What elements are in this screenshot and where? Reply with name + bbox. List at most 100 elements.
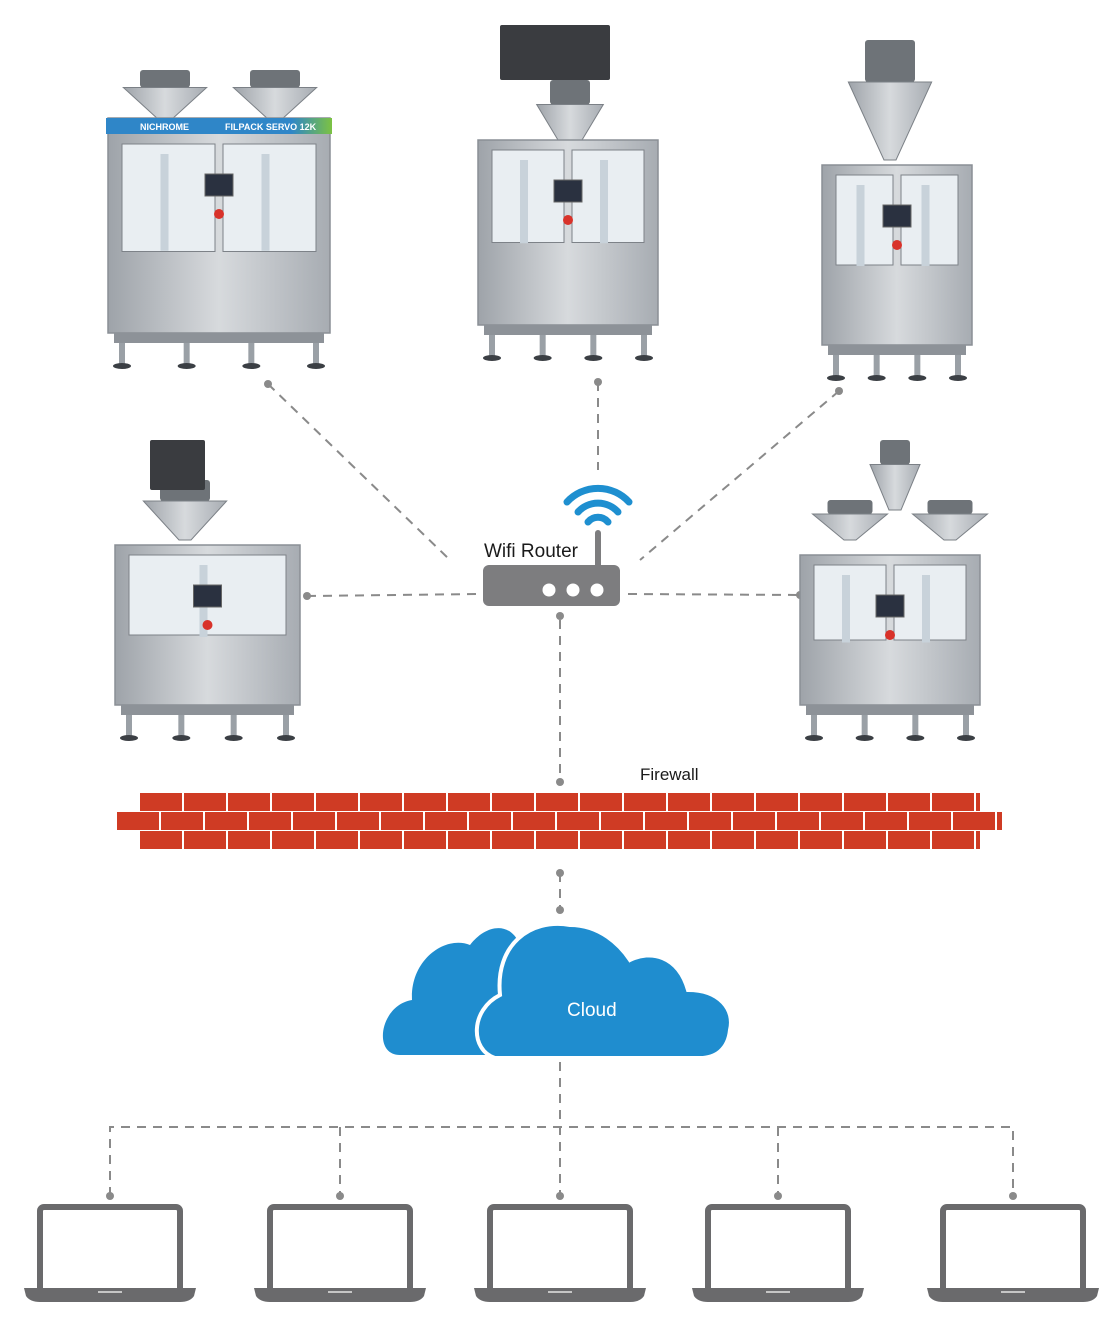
machine-base xyxy=(121,705,294,715)
product-tube xyxy=(520,160,528,244)
firewall-brick xyxy=(668,831,710,849)
machine-base xyxy=(484,325,652,335)
product-tube xyxy=(160,154,169,251)
firewall-brick xyxy=(161,812,203,830)
laptop-icon xyxy=(692,1204,864,1302)
hopper-top xyxy=(140,70,190,88)
emergency-stop xyxy=(214,209,224,219)
firewall-brick xyxy=(800,831,842,849)
hopper-top xyxy=(250,70,300,88)
router-antenna xyxy=(595,530,601,568)
firewall-brick xyxy=(448,793,490,811)
machine-foot xyxy=(120,735,138,741)
firewall-brick xyxy=(668,793,710,811)
machine-foot xyxy=(957,735,975,741)
firewall-brick xyxy=(624,793,666,811)
connector-dot xyxy=(303,592,311,600)
laptop-screen xyxy=(940,1204,1086,1296)
machine-foot xyxy=(307,363,325,369)
laptop-base xyxy=(24,1288,196,1302)
firewall-brick xyxy=(360,793,402,811)
firewall-label: Firewall xyxy=(640,765,699,784)
product-tube xyxy=(922,575,930,643)
product-tube xyxy=(600,160,608,244)
machine-base xyxy=(114,333,324,343)
machine-foot xyxy=(906,735,925,741)
machine-foot xyxy=(584,355,603,361)
hopper-cone xyxy=(142,500,228,541)
firewall-brick xyxy=(888,831,930,849)
machine-mid-right xyxy=(799,440,989,741)
machine-leg xyxy=(590,335,597,357)
hopper-top xyxy=(865,40,915,82)
firewall-brick xyxy=(821,812,863,830)
connector-dot xyxy=(594,378,602,386)
firewall-brick xyxy=(733,812,775,830)
machine-top-right xyxy=(821,40,973,381)
laptops xyxy=(24,1204,1099,1302)
machine-foot xyxy=(908,375,927,381)
firewall-brick xyxy=(272,831,314,849)
machine-foot xyxy=(177,363,196,369)
cloud xyxy=(382,921,733,1060)
firewall-brick xyxy=(272,793,314,811)
firewall-brick xyxy=(557,812,599,830)
laptop-base xyxy=(927,1288,1099,1302)
laptop-base xyxy=(692,1288,864,1302)
firewall-brick xyxy=(469,812,511,830)
machine-leg xyxy=(178,715,185,737)
emergency-stop xyxy=(885,630,895,640)
hopper-cone xyxy=(232,87,318,121)
firewall-brick xyxy=(976,793,980,811)
laptop-screen xyxy=(267,1204,413,1296)
firewall-brick xyxy=(425,812,467,830)
firewall-brick xyxy=(712,793,754,811)
connector-dot xyxy=(556,778,564,786)
machine-mid-left xyxy=(114,440,301,741)
hmi-screen xyxy=(882,204,912,228)
hopper-cone xyxy=(122,87,208,121)
firewall-brick xyxy=(844,831,886,849)
emergency-stop xyxy=(202,620,213,630)
hopper-top xyxy=(827,500,873,514)
machine-leg xyxy=(861,715,868,737)
firewall-brick xyxy=(184,793,226,811)
firewall-brick xyxy=(293,812,335,830)
connector-dot xyxy=(556,612,564,620)
firewall-brick xyxy=(337,812,379,830)
firewall-brick xyxy=(205,812,247,830)
machine-leg xyxy=(873,355,880,377)
machine-foot xyxy=(224,735,243,741)
cloud-label: Cloud xyxy=(567,1000,617,1021)
machine-model-label: FILPACK SERVO 12K xyxy=(225,122,317,132)
machine-leg xyxy=(119,343,125,365)
firewall-brick xyxy=(777,812,819,830)
machine-top-center xyxy=(477,25,659,361)
firewall-brick xyxy=(953,812,995,830)
router-led xyxy=(542,583,556,597)
firewall-wall xyxy=(117,793,1002,849)
hopper-top xyxy=(880,440,910,465)
hmi-screen xyxy=(875,594,905,618)
connector-dot xyxy=(556,906,564,914)
laptop-icon xyxy=(927,1204,1099,1302)
laptop-base xyxy=(474,1288,646,1302)
hopper-cone xyxy=(847,81,933,161)
firewall-brick xyxy=(865,812,907,830)
hmi-screen xyxy=(553,179,583,203)
firewall-brick xyxy=(888,793,930,811)
connector-dot xyxy=(264,380,272,388)
firewall-brick xyxy=(601,812,643,830)
machine-foot xyxy=(827,375,845,381)
firewall-brick xyxy=(316,831,358,849)
machine-foot xyxy=(242,363,261,369)
machine-foot xyxy=(483,355,501,361)
firewall-brick xyxy=(140,793,182,811)
connector-machine-mid-left xyxy=(306,593,479,597)
wifi-arc xyxy=(584,513,612,526)
connector-dot xyxy=(556,1192,564,1200)
machine-base xyxy=(828,345,966,355)
connector-dot xyxy=(106,1192,114,1200)
